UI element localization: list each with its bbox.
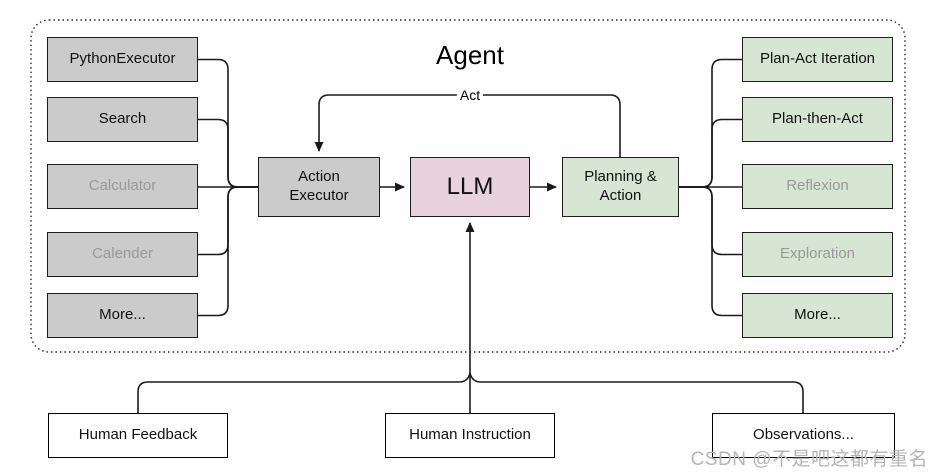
node-observations: Observations... — [712, 413, 895, 458]
node-label: More... — [794, 306, 841, 324]
node-label: Planning & Action — [584, 168, 657, 204]
agent-boundary-dotted-border — [30, 19, 906, 353]
node-planning-action: Planning & Action — [562, 157, 679, 217]
node-search: Search — [47, 97, 198, 142]
connector-human-feedback — [137, 372, 471, 413]
diagram-title: Agent — [436, 40, 504, 70]
node-more-strategies: More... — [742, 293, 893, 338]
node-label: Calender — [92, 245, 153, 263]
node-label: More... — [99, 306, 146, 324]
node-exploration: Exploration — [742, 232, 893, 277]
connector-plan-then-act — [679, 118, 742, 188]
node-human-feedback: Human Feedback — [48, 413, 228, 458]
node-label: Observations... — [753, 426, 854, 444]
node-calender: Calender — [47, 232, 198, 277]
node-label: Human Feedback — [78, 426, 198, 444]
connector-search — [198, 118, 258, 188]
act-edge-label: Act — [456, 87, 484, 103]
act-loop-arrow — [314, 94, 621, 157]
node-human-instruction: Human Instruction — [385, 413, 555, 458]
node-action-executor: Action Executor — [258, 157, 380, 217]
node-more-tools: More... — [47, 293, 198, 338]
connector-observations — [469, 372, 804, 413]
connector-plan-act-iteration — [679, 58, 742, 188]
node-llm: LLM — [410, 157, 530, 217]
node-reflexion: Reflexion — [742, 164, 893, 209]
node-label: Calculator — [88, 177, 157, 195]
csdn-watermark: CSDN @不是吧这都有重名 — [690, 449, 928, 470]
node-plan-act-iteration: Plan-Act Iteration — [742, 37, 893, 82]
node-label: Search — [98, 110, 147, 128]
node-label: Action Executor — [289, 168, 349, 204]
node-label: PythonExecutor — [69, 50, 176, 68]
node-label: LLM — [446, 173, 494, 200]
node-plan-then-act: Plan-then-Act — [742, 97, 893, 142]
node-label: Human Instruction — [409, 426, 531, 444]
connector-more-tools — [198, 186, 258, 317]
node-label: Exploration — [779, 245, 856, 263]
node-label: Plan-Act Iteration — [759, 50, 876, 68]
connector-more-strategies — [679, 186, 742, 317]
node-pythonexecutor: PythonExecutor — [47, 37, 198, 82]
connector-exploration — [679, 186, 742, 256]
node-label: Plan-then-Act — [772, 110, 863, 128]
node-calculator: Calculator — [47, 164, 198, 209]
node-label: Reflexion — [786, 177, 849, 195]
